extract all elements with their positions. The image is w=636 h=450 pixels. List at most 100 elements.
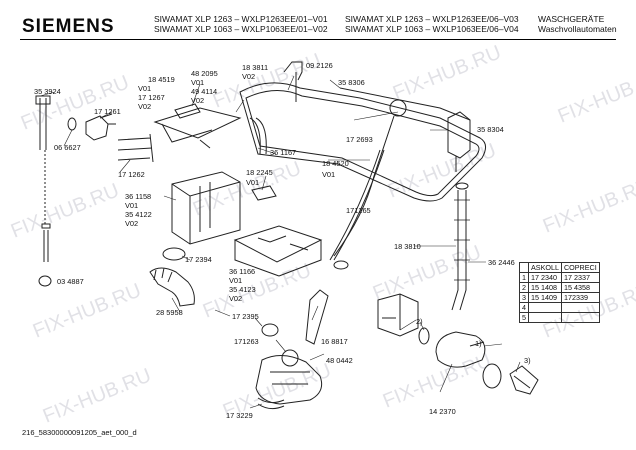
- part-label: 36 2446: [488, 258, 515, 267]
- table-header-cell: COPRECI: [560, 262, 600, 273]
- inlet-hose: [35, 95, 51, 150]
- tube-171265: [329, 149, 385, 261]
- part-label: 18 3810: [394, 242, 421, 251]
- part-label: 16 8817: [321, 337, 348, 346]
- small-hoses: [117, 133, 154, 163]
- part-label: V02: [229, 294, 243, 303]
- part-label: 36 1166: [229, 267, 256, 276]
- brand-logo: SIEMENS: [22, 16, 115, 37]
- part-label: 17 3229: [226, 411, 253, 420]
- hose-assembly: [239, 82, 486, 202]
- part-label: 36 1167: [270, 148, 297, 157]
- table-cell: 4: [519, 302, 529, 313]
- part-label: 17 2693: [346, 135, 373, 144]
- part-label: 17 1267: [138, 93, 165, 102]
- part-label: V01: [138, 84, 152, 93]
- part-label: 35 8304: [477, 125, 504, 134]
- pump-filter: [509, 365, 539, 395]
- part-label: V02: [125, 219, 139, 228]
- gasket-2: [418, 327, 430, 345]
- table-row: 5: [519, 312, 600, 323]
- part-label: 171265: [346, 206, 371, 215]
- part-label: 18 2245: [246, 168, 273, 177]
- part-label: 17 1262: [118, 170, 145, 179]
- table-cell: 5: [519, 312, 529, 323]
- part-label: V01: [246, 178, 260, 187]
- callout-3: 3): [524, 356, 531, 365]
- table-cell: 3: [519, 292, 529, 303]
- table-header-row: ASKOLL COPRECI: [519, 262, 600, 273]
- part-label: 35 8306: [338, 78, 365, 87]
- part-label: V02: [191, 96, 205, 105]
- pump-housing: [435, 331, 486, 368]
- table-cell: 172339: [560, 292, 600, 303]
- detergent-drawer: [233, 225, 323, 277]
- washer-ring: [67, 117, 77, 131]
- sump-hose: [255, 355, 323, 405]
- header-divider: [20, 39, 616, 40]
- table-cell: 17 2337: [560, 272, 600, 283]
- part-label: 36 1158: [125, 192, 152, 201]
- table-cell: 15 1408: [528, 282, 562, 293]
- dispenser-cover: [153, 107, 242, 149]
- part-label: 17 1261: [94, 107, 121, 116]
- table-cell: 1: [519, 272, 529, 283]
- part-label: 09 2126: [306, 61, 333, 70]
- part-label: 35 4122: [125, 210, 152, 219]
- sensor-16-8817: [305, 289, 329, 345]
- standpipe: [41, 223, 51, 262]
- vent-pipe: [283, 61, 303, 102]
- part-label: V02: [138, 102, 152, 111]
- callout-1: 1): [475, 339, 482, 348]
- table-cell: [560, 302, 600, 313]
- heater-ball: [281, 349, 299, 367]
- part-label: 49 4114: [191, 87, 218, 96]
- table-row: 2 15 1408 15 4358: [519, 282, 600, 293]
- callout-2: 2): [416, 317, 423, 326]
- part-label: V01: [229, 276, 243, 285]
- part-label: 171263: [234, 337, 259, 346]
- part-label: V01: [322, 170, 336, 179]
- table-cell: 15 1409: [528, 292, 562, 303]
- table-cell: 2: [519, 282, 529, 293]
- part-label: 18 4520: [322, 159, 349, 168]
- drain-hose: [451, 190, 467, 311]
- part-label: 06 6627: [54, 143, 81, 152]
- document-code: 216_58300000091205_aet_000_d: [22, 428, 137, 437]
- table-row: 1 17 2340 17 2337: [519, 272, 600, 283]
- table-cell: [528, 302, 562, 313]
- model-list-b: SIWAMAT XLP 1263 – WXLP1263EE/06–V03 SIW…: [345, 14, 519, 34]
- drain-pump: [377, 293, 419, 337]
- seal-ring: [162, 247, 186, 261]
- table-header-cell: ASKOLL: [528, 262, 562, 273]
- table-row: 3 15 1409 172339: [519, 292, 600, 303]
- part-label: V02: [242, 72, 256, 81]
- part-label: 48 0442: [326, 356, 353, 365]
- part-label: 28 5958: [156, 308, 183, 317]
- clip-18-2245: [251, 185, 277, 201]
- part-label: V01: [191, 78, 205, 87]
- part-label: 03 4887: [57, 277, 84, 286]
- variant-table: ASKOLL COPRECI 1 17 2340 17 2337 2 15 14…: [519, 262, 600, 323]
- part-label: 48 2095: [191, 69, 218, 78]
- table-header-cell: [519, 262, 529, 273]
- part-label: V01: [125, 201, 139, 210]
- hose-clip: [174, 103, 201, 119]
- part-label: 35 4123: [229, 285, 256, 294]
- part-label: 17 2395: [232, 312, 259, 321]
- table-row: 4: [519, 302, 600, 313]
- drain-cap: [38, 275, 52, 287]
- appliance-category: WASCHGERÄTE Waschvollautomaten: [538, 14, 617, 34]
- pressure-switch: [389, 99, 407, 117]
- part-label: 18 3811: [242, 63, 269, 72]
- bellows-hose: [149, 267, 195, 307]
- gasket-3: [482, 363, 502, 389]
- seal-17-2395: [261, 323, 279, 337]
- table-cell: 17 2340: [528, 272, 562, 283]
- table-cell: [528, 312, 562, 323]
- part-label: 18 4519: [148, 75, 175, 84]
- inlet-valve: [85, 113, 116, 141]
- part-label: 17 2394: [185, 255, 212, 264]
